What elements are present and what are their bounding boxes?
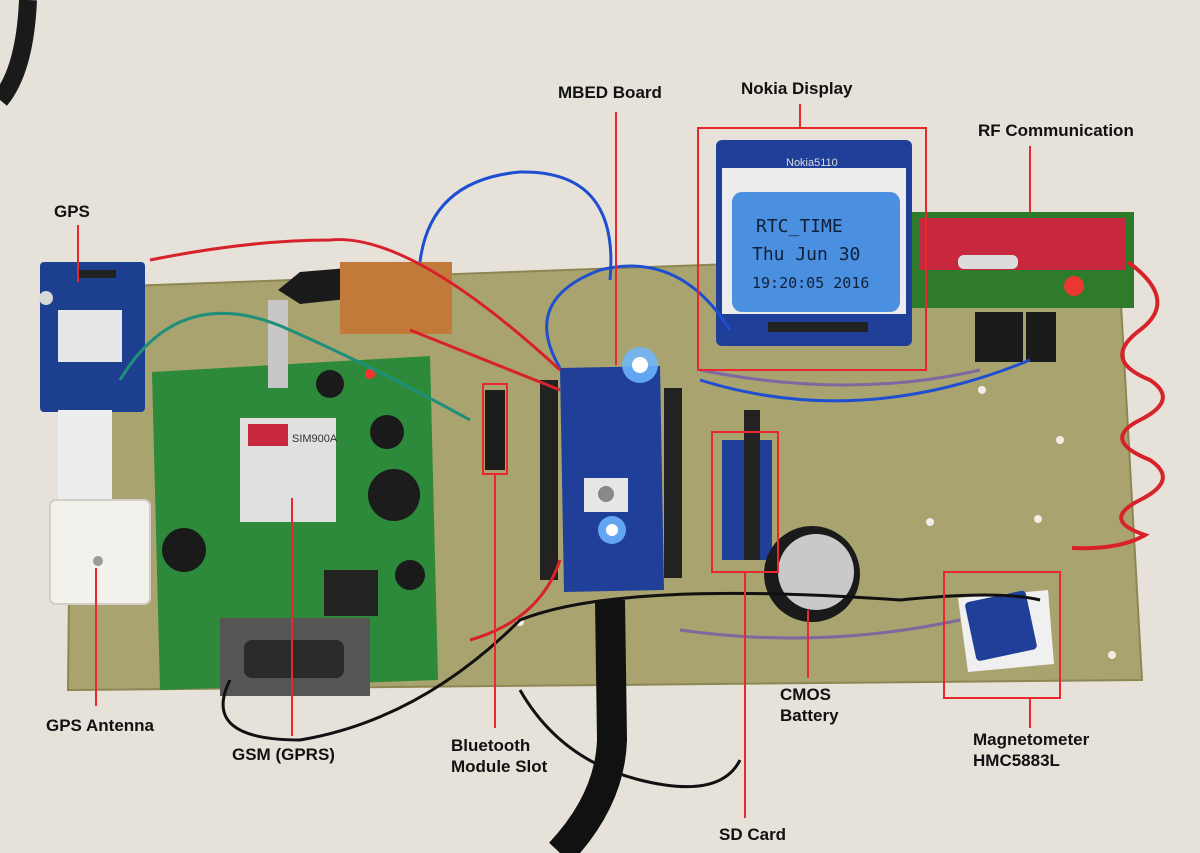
label-nokia-display: Nokia Display [741, 79, 853, 98]
label-gps: GPS [54, 202, 90, 221]
label-magnetometer-line-2: HMC5883L [973, 751, 1060, 771]
rf-coil-antenna [1071, 260, 1165, 551]
lcd-line-2: Thu Jun 30 [752, 244, 860, 265]
sim900a-text: SIM900A [292, 433, 338, 445]
label-magnetometer: Magnetometer HMC5883L [973, 729, 1089, 772]
lcd-line-3: 19:20:05 2016 [752, 274, 869, 292]
label-rf-communication: RF Communication [978, 121, 1134, 140]
label-magnetometer-line-1: Magnetometer [973, 730, 1090, 749]
label-bluetooth: Bluetooth Module Slot [451, 735, 547, 778]
usb-cable [548, 599, 628, 853]
label-gps-antenna: GPS Antenna [46, 716, 154, 735]
wires [118, 170, 1041, 789]
gps-chip [58, 310, 122, 362]
lcd-screen [732, 192, 900, 312]
bluetooth-header [485, 390, 505, 470]
nokia-header-text: Nokia5110 [786, 157, 838, 169]
leader-lines [77, 104, 1031, 818]
magnetometer-module [965, 590, 1037, 661]
label-sd-card: SD Card [719, 825, 787, 844]
label-cmos-line-2: Battery [780, 706, 839, 726]
label-bluetooth-line-2: Module Slot [451, 757, 548, 777]
gps-antenna [49, 499, 151, 605]
nokia-display-box [697, 127, 927, 371]
cmos-battery [778, 534, 854, 610]
rf-communication-module [920, 218, 1126, 270]
rf-led [1064, 276, 1084, 296]
magnetometer-box [943, 571, 1061, 699]
label-cmos-battery: CMOS Battery [780, 684, 839, 727]
power-cable [0, 0, 37, 106]
label-bluetooth-line-1: Bluetooth [451, 736, 531, 755]
label-mbed-board: MBED Board [558, 83, 662, 102]
lcd-line-1: RTC_TIME [756, 216, 843, 237]
label-gsm: GSM (GPRS) [232, 745, 335, 764]
label-cmos-line-1: CMOS [780, 685, 831, 704]
